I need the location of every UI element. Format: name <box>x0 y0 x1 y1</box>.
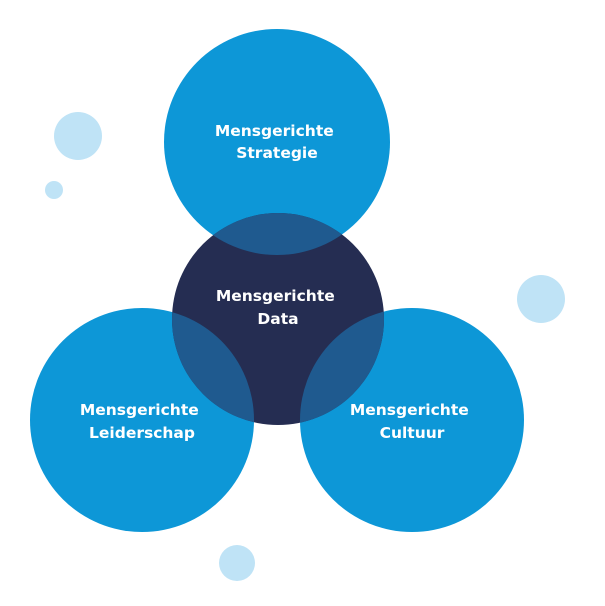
label-cultuur: Mensgerichte Cultuur <box>350 401 474 442</box>
decorative-bubble <box>219 545 255 581</box>
label-leiderschap-line1: Mensgerichte <box>80 401 199 419</box>
label-data: Mensgerichte Data <box>216 287 340 328</box>
overlap-leiderschap-data <box>172 308 254 425</box>
label-data-line1: Mensgerichte <box>216 287 335 305</box>
label-cultuur-line1: Mensgerichte <box>350 401 469 419</box>
label-leiderschap: Mensgerichte Leiderschap <box>80 401 204 442</box>
decorative-bubble <box>45 181 63 199</box>
overlap-regions <box>172 213 384 425</box>
overlap-cultuur-data <box>300 308 384 425</box>
label-data-line2: Data <box>257 310 298 328</box>
circle-strategie <box>164 29 390 255</box>
decorative-bubble <box>54 112 102 160</box>
label-strategie-line1: Mensgerichte <box>215 122 334 140</box>
label-leiderschap-line2: Leiderschap <box>89 424 195 442</box>
label-strategie-line2: Strategie <box>236 144 318 162</box>
label-strategie: Mensgerichte Strategie <box>215 122 339 162</box>
decorative-bubble <box>517 275 565 323</box>
label-cultuur-line2: Cultuur <box>380 424 445 442</box>
